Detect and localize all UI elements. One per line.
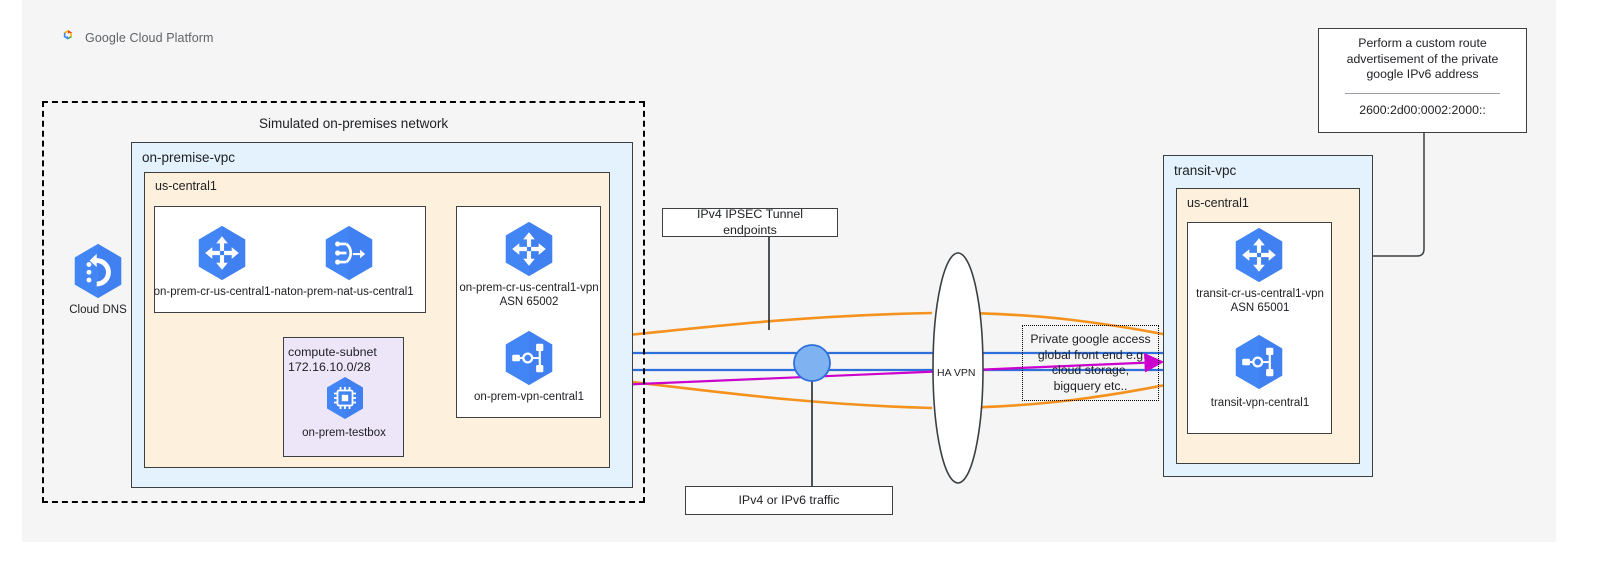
onprem-vpn-cloud-router-icon bbox=[498, 218, 560, 285]
private-google-access-box: Private google access global front end e… bbox=[1022, 325, 1159, 401]
onprem-testbox-label: on-prem-testbox bbox=[302, 427, 386, 439]
onprem-router-nat-label: on-prem-cr-us-central1-nat bbox=[153, 286, 291, 298]
cloud-vpn-icon bbox=[498, 327, 560, 394]
onprem-vpn-gateway-label: on-prem-vpn-central1 bbox=[474, 391, 584, 403]
traffic-callout: IPv4 or IPv6 traffic bbox=[685, 486, 893, 515]
transit-router-asn: ASN 65001 bbox=[1230, 302, 1290, 314]
cloud-dns-label: Cloud DNS bbox=[69, 304, 127, 316]
annotation-title: Perform a custom route advertisement of … bbox=[1346, 36, 1499, 81]
cloud-router-icon bbox=[191, 222, 253, 289]
compute-subnet-cidr: 172.16.10.0/28 bbox=[288, 360, 371, 374]
diagram-page: Google Cloud Platform bbox=[22, 0, 1556, 542]
onprem-region-label: us-central1 bbox=[155, 179, 217, 193]
transit-vpn-gateway-label: transit-vpn-central1 bbox=[1210, 397, 1310, 409]
transit-cloud-vpn-icon bbox=[1228, 331, 1290, 398]
compute-subnet-name: compute-subnet bbox=[288, 345, 377, 359]
simulated-onprem-network-container bbox=[42, 101, 645, 503]
google-cloud-logo-icon bbox=[58, 28, 77, 47]
vpn-tunnel-endpoint-circle-icon bbox=[793, 344, 831, 382]
onprem-nat-label: on-prem-nat-us-central1 bbox=[290, 286, 414, 298]
simulated-onprem-network-label: Simulated on-premises network bbox=[259, 116, 449, 131]
traffic-callout-text: IPv4 or IPv6 traffic bbox=[738, 492, 840, 507]
onprem-vpn-router-asn: ASN 65002 bbox=[499, 296, 559, 308]
ipsec-tunnel-callout: IPv4 IPSEC Tunnel endpoints bbox=[662, 207, 838, 237]
route-advertisement-annotation: Perform a custom route advertisement of … bbox=[1318, 28, 1527, 133]
gcp-brand-label: Google Cloud Platform bbox=[85, 30, 214, 45]
transit-cloud-router-icon bbox=[1228, 224, 1290, 291]
annotation-divider bbox=[1345, 92, 1500, 94]
ipsec-tunnel-callout-text: IPv4 IPSEC Tunnel endpoints bbox=[696, 207, 804, 237]
transit-region-label: us-central1 bbox=[1187, 196, 1249, 210]
cloud-nat-icon bbox=[318, 222, 380, 289]
compute-engine-icon bbox=[321, 374, 369, 427]
cloud-dns-icon bbox=[67, 240, 129, 307]
transit-router-label: transit-cr-us-central1-vpn bbox=[1196, 288, 1324, 300]
ha-vpn-label: HA VPN bbox=[937, 367, 976, 379]
on-premise-vpc-label: on-premise-vpc bbox=[142, 150, 236, 165]
gcp-header: Google Cloud Platform bbox=[58, 28, 214, 47]
private-google-access-text: Private google access global front end e… bbox=[1030, 332, 1151, 393]
onprem-vpn-router-label: on-prem-cr-us-central1-vpn bbox=[459, 282, 599, 294]
annotation-address: 2600:2d00:0002:2000:: bbox=[1359, 102, 1486, 117]
transit-vpc-label: transit-vpc bbox=[1174, 163, 1237, 178]
